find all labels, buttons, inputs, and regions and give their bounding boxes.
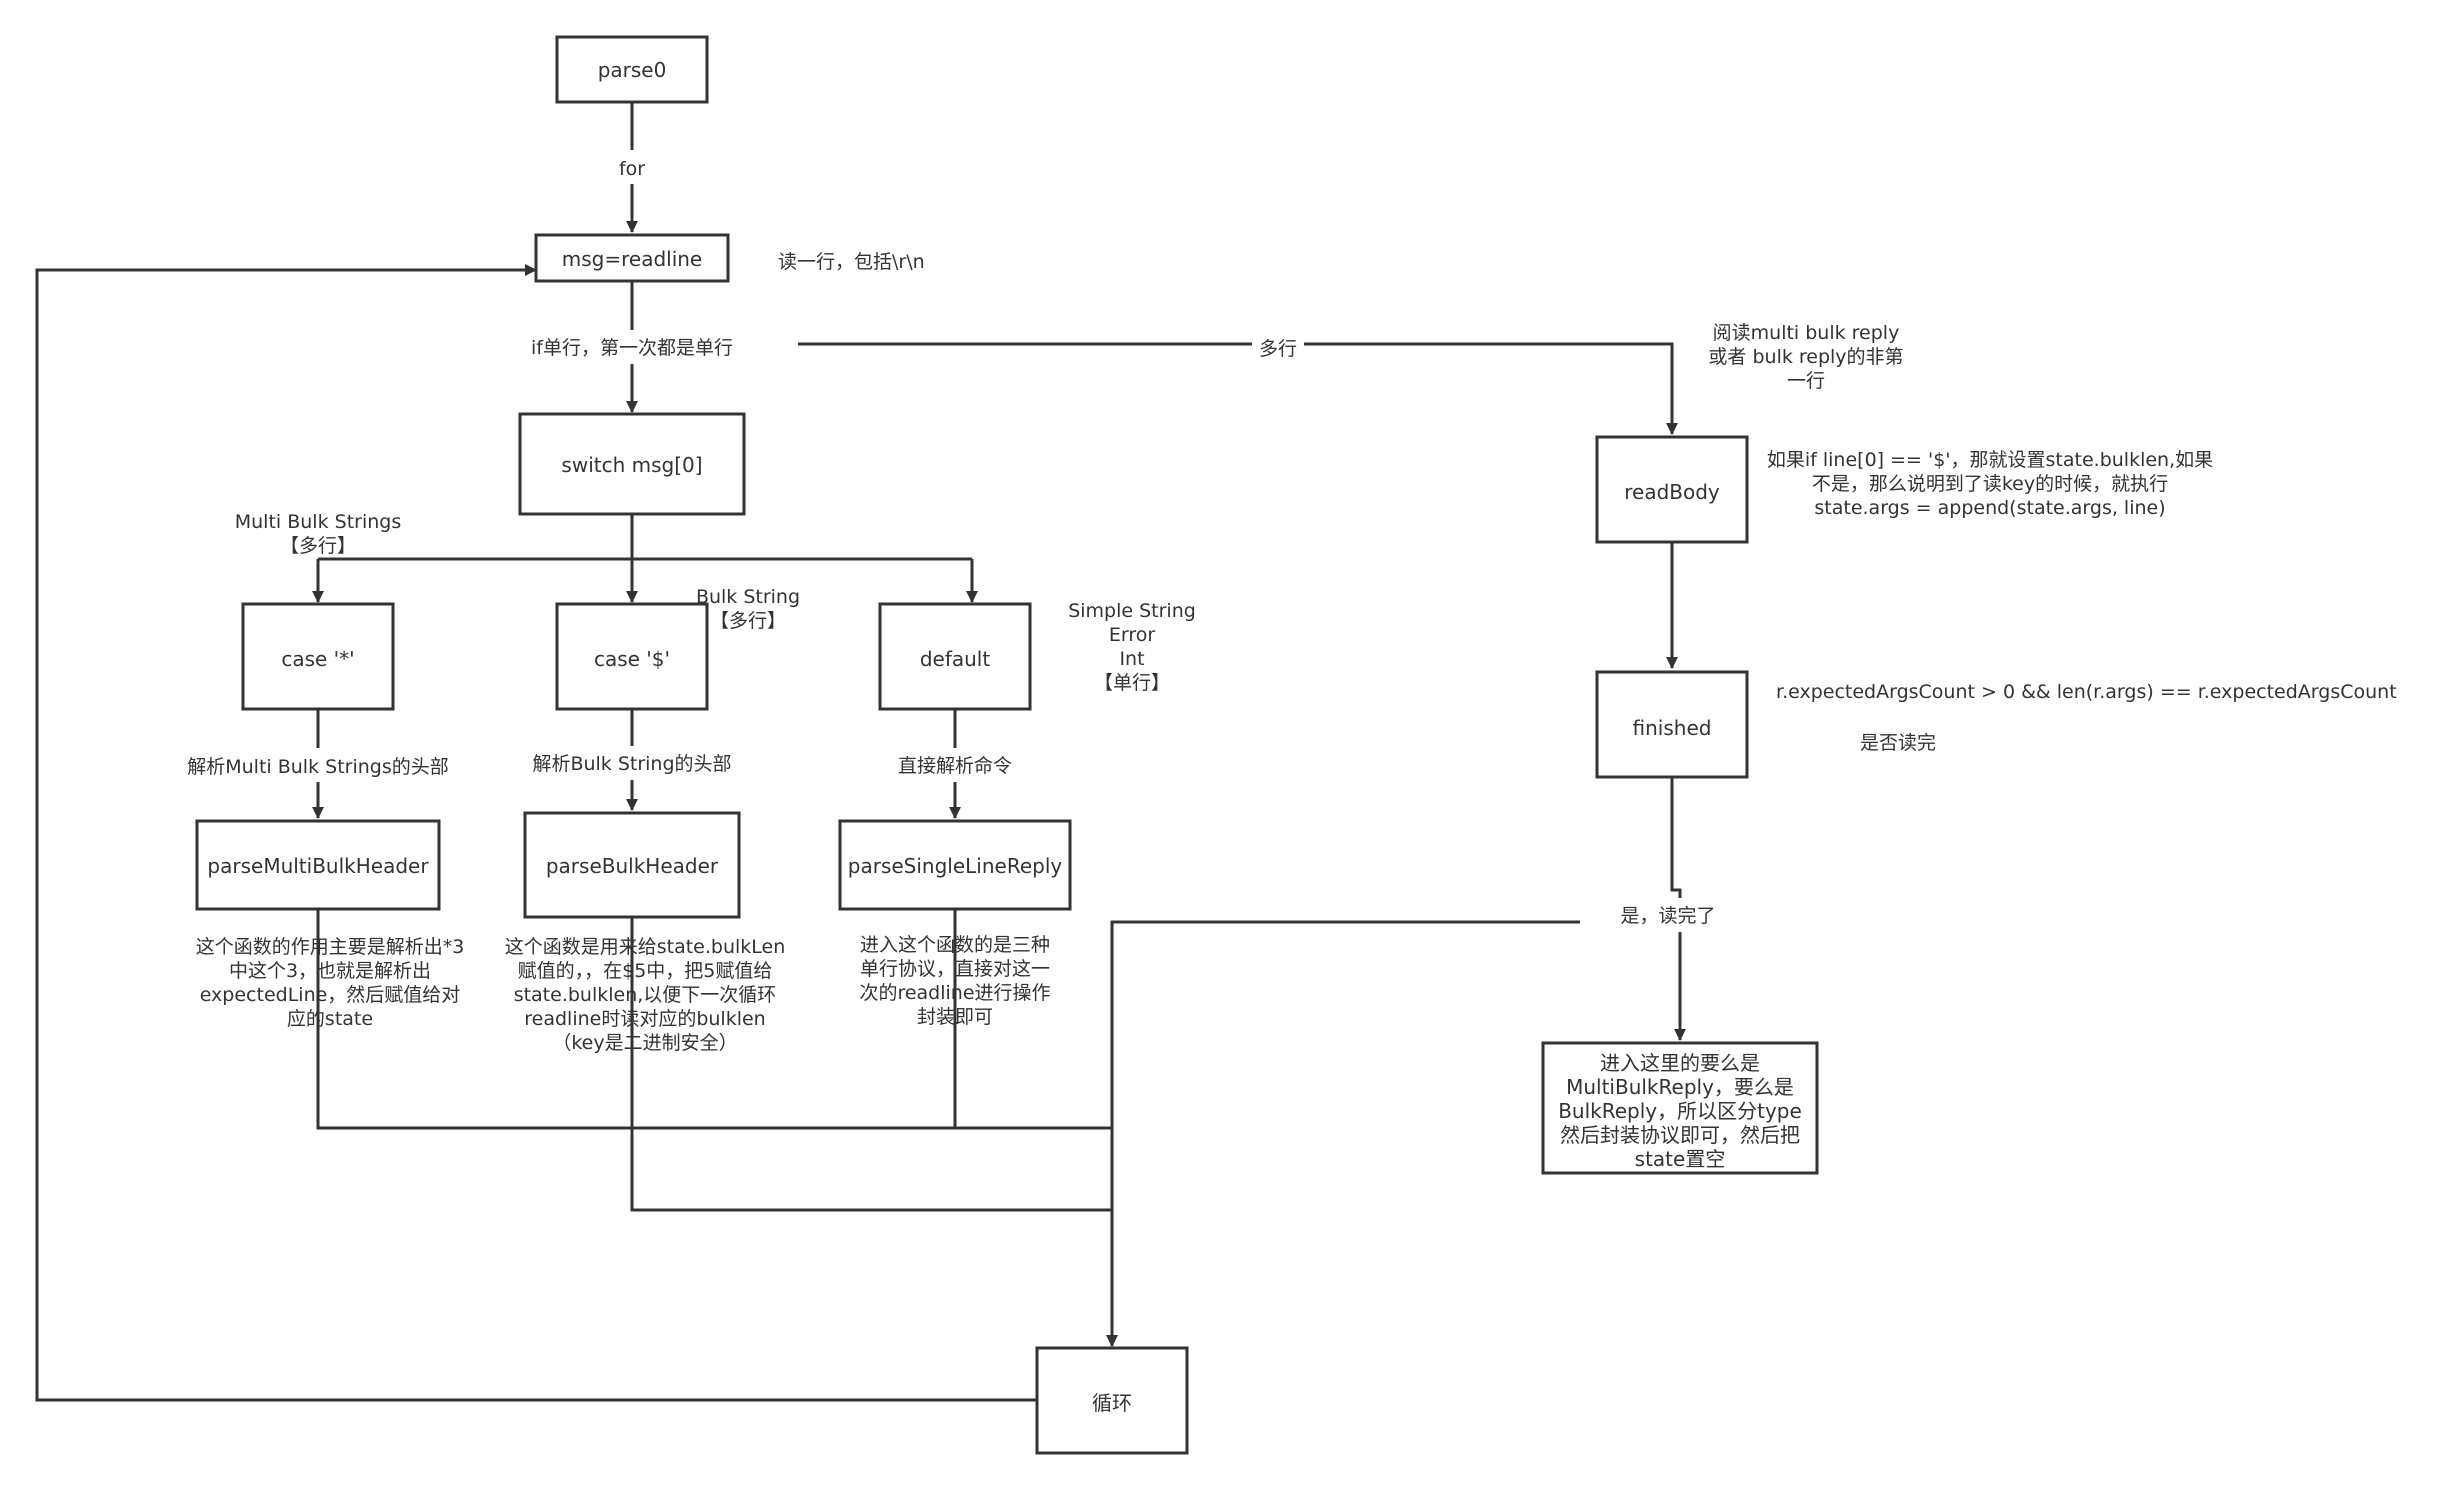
label-direct-parse: 直接解析命令 — [898, 755, 1012, 777]
node-case-dollar: case '$' — [555, 602, 709, 711]
svg-text:一行: 一行 — [1787, 370, 1825, 392]
svg-text:readline时读对应的bulklen: readline时读对应的bulklen — [524, 1008, 765, 1030]
node-finished: finished — [1595, 670, 1749, 779]
svg-text:然后封装协议即可，然后把: 然后封装协议即可，然后把 — [1560, 1123, 1800, 1147]
edges — [35, 103, 1686, 1402]
edge-labels: for if单行，第一次都是单行 多行 解析Multi Bulk Strings… — [180, 150, 1724, 932]
label-single-line: if单行，第一次都是单行 — [531, 337, 733, 359]
annotation-single-line-note: 进入这个函数的是三种 单行协议，直接对这一 次的readline进行操作 封装即… — [859, 934, 1050, 1028]
annotation-read-line: 读一行，包括\r\n — [778, 251, 925, 273]
svg-text:state.args = append(state.args: state.args = append(state.args, line) — [1814, 497, 2165, 519]
svg-text:单行协议，直接对这一: 单行协议，直接对这一 — [860, 958, 1050, 980]
svg-text:expectedLine，然后赋值给对: expectedLine，然后赋值给对 — [200, 984, 461, 1006]
node-read-body: readBody — [1595, 435, 1749, 544]
label-for: for — [619, 158, 645, 180]
label-multi-line: 多行 — [1259, 338, 1297, 360]
svg-text:msg=readline: msg=readline — [562, 247, 703, 271]
svg-text:【多行】: 【多行】 — [710, 610, 786, 632]
edge-parse-bulk-to-loop — [630, 918, 1112, 1212]
svg-text:switch msg[0]: switch msg[0] — [561, 453, 702, 477]
node-default: default — [878, 602, 1032, 711]
node-case-star: case '*' — [241, 602, 395, 711]
svg-text:readBody: readBody — [1624, 480, 1720, 504]
svg-text:Simple String: Simple String — [1068, 600, 1196, 622]
label-done: 是，读完了 — [1620, 905, 1715, 927]
annotation-finished-question: 是否读完 — [1860, 732, 1936, 754]
svg-text:或者 bulk reply的非第: 或者 bulk reply的非第 — [1708, 346, 1903, 368]
svg-text:parseMultiBulkHeader: parseMultiBulkHeader — [207, 854, 429, 878]
svg-text:【多行】: 【多行】 — [280, 535, 356, 557]
annotation-multi-header-note: 这个函数的作用主要是解析出*3 中这个3，也就是解析出 expectedLine… — [196, 936, 465, 1030]
svg-text:这个函数的作用主要是解析出*3: 这个函数的作用主要是解析出*3 — [196, 936, 465, 958]
annotation-simple-types: Simple String Error Int 【单行】 — [1068, 600, 1196, 694]
annotations: 读一行，包括\r\n Multi Bulk Strings 【多行】 Bulk … — [196, 251, 2397, 1054]
svg-text:parseBulkHeader: parseBulkHeader — [546, 854, 719, 878]
svg-text:parse0: parse0 — [598, 58, 667, 82]
edge-parse-multi-to-loop — [316, 910, 1112, 1130]
label-parse-bulk-head: 解析Bulk String的头部 — [532, 753, 731, 775]
svg-text:不是，那么说明到了读key的时候，就执行: 不是，那么说明到了读key的时候，就执行 — [1812, 473, 2168, 495]
edge-finished-to-finish-box — [1670, 778, 1686, 1041]
svg-text:进入这个函数的是三种: 进入这个函数的是三种 — [860, 934, 1050, 956]
label-parse-multi-head: 解析Multi Bulk Strings的头部 — [187, 756, 448, 778]
annotation-multi-bulk-strings: Multi Bulk Strings 【多行】 — [235, 511, 401, 557]
node-loop: 循环 — [1035, 1346, 1189, 1455]
edge-loop-to-readline — [35, 264, 1036, 1402]
svg-text:次的readline进行操作: 次的readline进行操作 — [859, 982, 1050, 1004]
svg-text:阅读multi bulk reply: 阅读multi bulk reply — [1713, 322, 1900, 344]
edge-multi-line-to-readbody — [798, 342, 1678, 435]
edge-finished-to-loop — [1106, 920, 1580, 1347]
node-parse-multi-bulk-header: parseMultiBulkHeader — [195, 819, 441, 911]
svg-text:循环: 循环 — [1092, 1391, 1132, 1415]
annotation-read-body-header: 阅读multi bulk reply 或者 bulk reply的非第 一行 — [1708, 322, 1903, 392]
edge-parse-single-to-loop — [953, 910, 1112, 1130]
svg-text:finished: finished — [1633, 716, 1712, 740]
svg-text:Bulk String: Bulk String — [696, 586, 800, 608]
annotation-bulk-header-note: 这个函数是用来给state.bulkLen 赋值的，，在$5中，把5赋值给 st… — [505, 936, 786, 1054]
svg-text:应的state: 应的state — [287, 1008, 373, 1030]
svg-text:（key是二进制安全）: （key是二进制安全） — [552, 1032, 737, 1054]
svg-text:case '$': case '$' — [594, 647, 670, 671]
svg-text:这个函数是用来给state.bulkLen: 这个函数是用来给state.bulkLen — [505, 936, 786, 958]
svg-text:Error: Error — [1109, 624, 1156, 646]
svg-text:中这个3，也就是解析出: 中这个3，也就是解析出 — [229, 960, 431, 982]
svg-text:【单行】: 【单行】 — [1094, 672, 1170, 694]
svg-text:default: default — [920, 647, 991, 671]
svg-text:MultiBulkReply，要么是: MultiBulkReply，要么是 — [1566, 1075, 1794, 1099]
svg-text:进入这里的要么是: 进入这里的要么是 — [1600, 1051, 1760, 1075]
svg-text:BulkReply，所以区分type: BulkReply，所以区分type — [1558, 1099, 1802, 1123]
svg-text:封装即可: 封装即可 — [917, 1006, 993, 1028]
node-finish-box: 进入这里的要么是 MultiBulkReply，要么是 BulkReply，所以… — [1541, 1041, 1819, 1175]
node-parse0: parse0 — [555, 35, 709, 104]
svg-text:Multi Bulk Strings: Multi Bulk Strings — [235, 511, 401, 533]
node-parse-bulk-header: parseBulkHeader — [523, 811, 741, 919]
svg-text:parseSingleLineReply: parseSingleLineReply — [848, 854, 1063, 878]
node-parse-single-line-reply: parseSingleLineReply — [838, 819, 1072, 911]
annotation-read-body-note: 如果if line[0] == '$'，那就设置state.bulklen,如果… — [1767, 449, 2213, 519]
svg-text:如果if line[0] == '$'，那就设置state.: 如果if line[0] == '$'，那就设置state.bulklen,如果 — [1767, 449, 2213, 471]
svg-text:赋值的，，在$5中，把5赋值给: 赋值的，，在$5中，把5赋值给 — [518, 960, 773, 982]
node-switch: switch msg[0] — [518, 412, 746, 516]
annotation-bulk-string: Bulk String 【多行】 — [696, 586, 800, 632]
svg-text:case '*': case '*' — [281, 647, 354, 671]
svg-text:state置空: state置空 — [1635, 1147, 1726, 1171]
node-readline: msg=readline — [534, 233, 730, 283]
annotation-finished-condition: r.expectedArgsCount > 0 && len(r.args) =… — [1776, 681, 2397, 703]
svg-text:state.bulklen,以便下一次循环: state.bulklen,以便下一次循环 — [514, 984, 777, 1006]
svg-text:Int: Int — [1119, 648, 1144, 670]
